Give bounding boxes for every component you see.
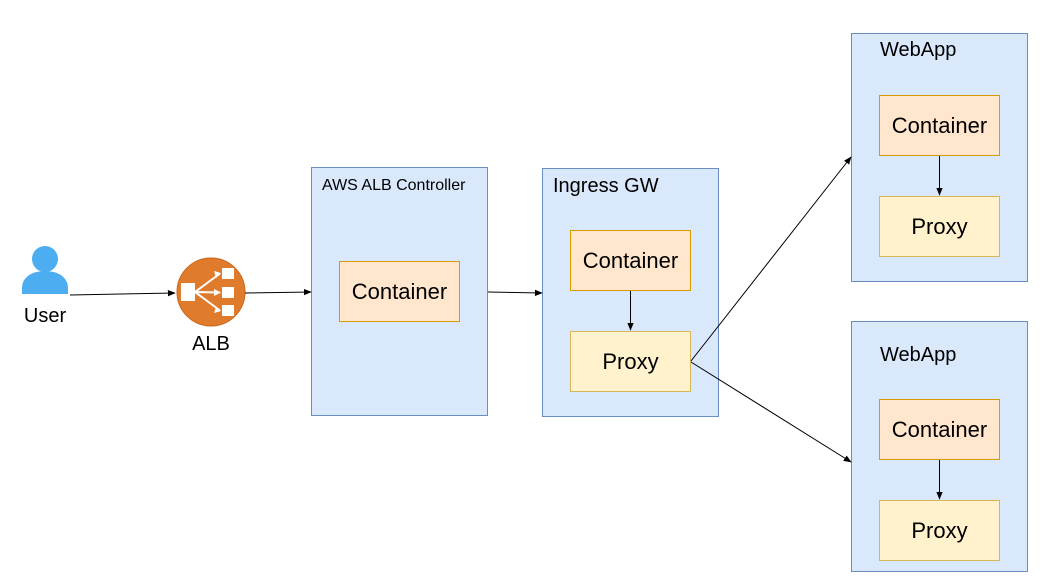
webapp-top-proxy-node: Proxy xyxy=(879,196,1000,257)
webapp-top-proxy-box xyxy=(879,196,1000,257)
edge-alb-to-controller xyxy=(244,288,312,296)
ingress-container-label: Container xyxy=(583,248,678,273)
load-balancer-icon xyxy=(176,257,246,327)
alb-node: ALB xyxy=(176,257,246,355)
webapp-top-label: WebApp xyxy=(880,39,956,61)
alb-label: ALB xyxy=(192,333,230,355)
webapp-top-container-box xyxy=(879,95,1000,156)
user-label: User xyxy=(24,305,67,327)
webapp-top-proxy-label: Proxy xyxy=(911,214,967,239)
edge-ingress-proxy-to-webapp-top xyxy=(690,156,852,362)
user-node: User xyxy=(22,246,68,327)
webapp-bottom-label: WebApp xyxy=(880,344,956,366)
ingress-gw-label: Ingress GW xyxy=(553,175,659,197)
controller-container-label: Container xyxy=(352,279,447,304)
webapp-bottom-container-node: Container xyxy=(879,399,1000,460)
controller-container-box xyxy=(339,261,460,322)
ingress-proxy-box xyxy=(570,331,691,392)
webapp-bottom-proxy-box xyxy=(879,500,1000,561)
edge-controller-to-ingress xyxy=(487,289,543,297)
webapp-bottom-proxy-node: Proxy xyxy=(879,500,1000,561)
ingress-container-node: Container xyxy=(570,230,691,291)
edge-ingress-proxy-to-webapp-bottom xyxy=(690,361,852,463)
ingress-proxy-node: Proxy xyxy=(570,331,691,392)
user-icon xyxy=(22,246,68,294)
webapp-bottom-container-label: Container xyxy=(892,417,987,442)
webapp-top-container-node: Container xyxy=(879,95,1000,156)
controller-container-node: Container xyxy=(339,261,460,322)
webapp-bottom-container-box xyxy=(879,399,1000,460)
webapp-bottom-proxy-label: Proxy xyxy=(911,518,967,543)
aws-alb-controller-label: AWS ALB Controller xyxy=(322,177,466,194)
edge-user-to-alb xyxy=(69,289,176,297)
webapp-top-container-label: Container xyxy=(892,113,987,138)
ingress-container-box xyxy=(570,230,691,291)
ingress-proxy-label: Proxy xyxy=(602,349,658,374)
